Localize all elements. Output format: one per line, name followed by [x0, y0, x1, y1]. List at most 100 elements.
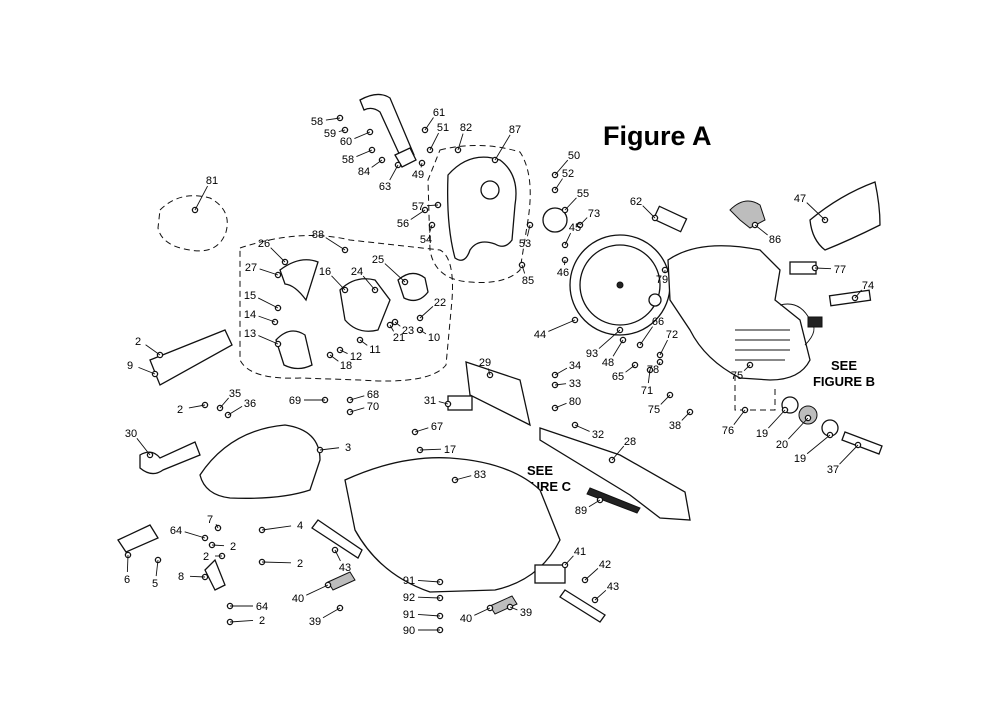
callout-84: 84 — [358, 166, 370, 178]
callout-19: 19 — [756, 428, 768, 440]
leader-88 — [325, 237, 346, 251]
callout-79: 79 — [656, 274, 668, 286]
leader-61 — [424, 117, 434, 131]
leader-2 — [211, 544, 225, 547]
bracket-part-8 — [204, 558, 226, 591]
fence-part-29 — [465, 361, 531, 427]
callout-82: 82 — [460, 122, 472, 134]
callout-26: 26 — [258, 238, 270, 250]
leader-38 — [681, 411, 691, 421]
see-figure-c-line1: SEE — [527, 463, 553, 478]
callout-40: 40 — [460, 613, 472, 625]
callout-88: 88 — [312, 229, 324, 241]
leader-44 — [548, 319, 576, 332]
leader-67 — [414, 427, 429, 433]
callout-75: 75 — [731, 370, 743, 382]
group-81-outline — [157, 195, 228, 252]
leader-5 — [155, 559, 159, 577]
callout-38: 38 — [669, 420, 681, 432]
callout-22: 22 — [434, 297, 446, 309]
leader-37 — [839, 444, 859, 465]
callout-42: 42 — [599, 559, 611, 571]
callout-53: 53 — [519, 238, 531, 250]
rail-part-9 — [149, 329, 233, 386]
callout-64: 64 — [256, 601, 268, 613]
leader-47 — [806, 202, 826, 221]
callout-69: 69 — [289, 395, 301, 407]
leader-19 — [806, 434, 831, 455]
callout-65: 65 — [612, 371, 624, 383]
leader-68 — [349, 395, 365, 401]
leader-lines — [126, 117, 862, 631]
block-part-41 — [534, 564, 566, 584]
callout-67: 67 — [431, 421, 443, 433]
guard-hub — [480, 180, 500, 200]
callout-30: 30 — [125, 428, 137, 440]
leader-92 — [417, 596, 441, 599]
leader-13 — [258, 335, 279, 345]
foot-part-40-a — [327, 571, 356, 591]
callout-48: 48 — [602, 357, 614, 369]
callout-90: 90 — [403, 625, 415, 637]
leader-48 — [612, 339, 624, 357]
leader-11 — [359, 339, 368, 346]
leader-51 — [429, 132, 439, 151]
leader-59 — [338, 129, 346, 133]
callout-41: 41 — [574, 546, 586, 558]
leader-80 — [554, 402, 567, 409]
callout-39: 39 — [309, 616, 321, 628]
main-base — [344, 457, 561, 593]
leader-6 — [126, 554, 129, 573]
callout-73: 73 — [588, 208, 600, 220]
callout-17: 17 — [444, 444, 456, 456]
leader-2 — [145, 344, 161, 356]
callout-47: 47 — [794, 193, 806, 205]
callout-74: 74 — [862, 280, 874, 292]
leader-16 — [331, 275, 346, 291]
callout-34: 34 — [569, 360, 581, 372]
callout-89: 89 — [575, 505, 587, 517]
callout-60: 60 — [340, 136, 352, 148]
callout-93: 93 — [586, 348, 598, 360]
leader-45 — [564, 232, 572, 246]
callout-35: 35 — [229, 388, 241, 400]
callout-27: 27 — [245, 262, 257, 274]
callout-6: 6 — [124, 574, 130, 586]
elbow-part-86 — [729, 200, 766, 229]
leader-76 — [733, 409, 746, 425]
callout-9: 9 — [127, 360, 133, 372]
callout-72: 72 — [666, 329, 678, 341]
callout-70: 70 — [367, 401, 379, 413]
figure-title: Figure A — [603, 121, 712, 151]
callout-2: 2 — [203, 551, 209, 563]
motor-fins — [735, 329, 790, 361]
leader-26 — [270, 247, 286, 263]
callout-43: 43 — [339, 562, 351, 574]
leader-46 — [564, 259, 566, 266]
leader-73 — [579, 217, 588, 226]
leader-60 — [354, 131, 371, 139]
leader-23 — [394, 321, 401, 327]
shaft-part-37 — [841, 431, 883, 455]
label-part-31 — [447, 395, 473, 411]
callout-83: 83 — [474, 469, 486, 481]
callout-12: 12 — [350, 351, 362, 363]
leader-57 — [426, 204, 439, 207]
leader-2 — [261, 561, 292, 564]
callout-62: 62 — [630, 196, 642, 208]
leader-84 — [371, 159, 383, 168]
leader-39 — [509, 606, 518, 611]
leader-89 — [588, 499, 601, 508]
leader-70 — [349, 407, 365, 413]
saw-blade-part-44 — [569, 234, 671, 336]
callout-20: 20 — [776, 439, 788, 451]
leader-82 — [457, 133, 464, 151]
callout-16: 16 — [319, 266, 331, 278]
callout-45: 45 — [569, 222, 581, 234]
dust-bag-part-47 — [809, 181, 881, 251]
callout-2: 2 — [135, 336, 141, 348]
callout-71: 71 — [641, 385, 653, 397]
knob-part-25 — [397, 272, 429, 302]
callout-8: 8 — [178, 571, 184, 583]
leader-18 — [329, 354, 339, 362]
